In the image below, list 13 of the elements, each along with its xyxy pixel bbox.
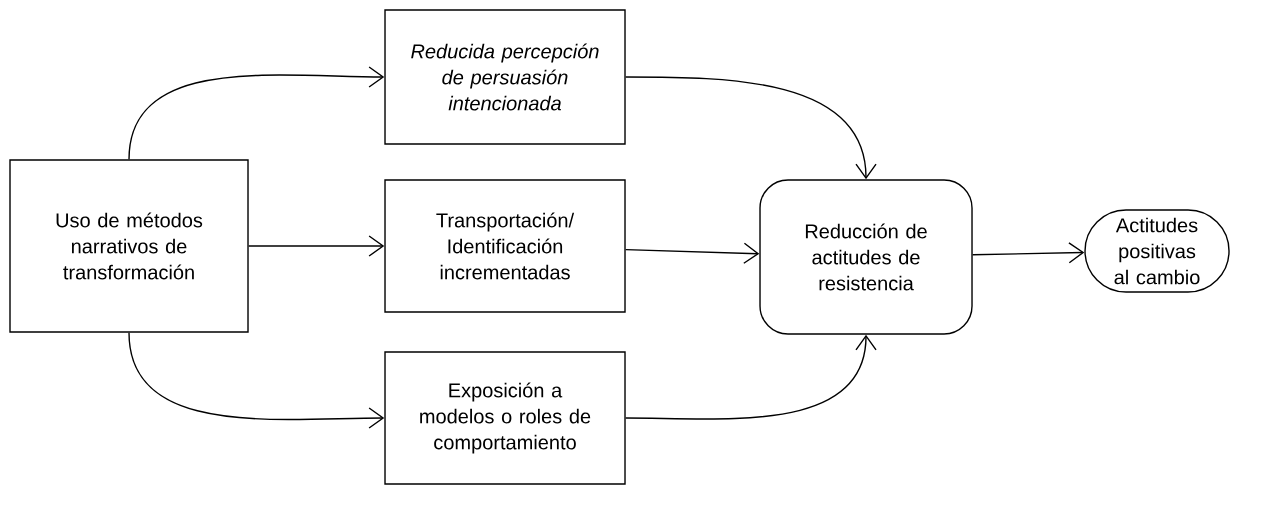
arrow <box>248 235 385 257</box>
arrow <box>128 66 385 160</box>
arrow <box>625 242 760 264</box>
arrow <box>972 242 1085 264</box>
process-box: Exposición a modelos o roles de comportamiento <box>384 351 626 485</box>
arrow <box>625 334 877 420</box>
arrow <box>625 76 877 180</box>
process-box: Transportación/ Identificación incrementadas <box>384 179 626 313</box>
process-box: Reducida percepción de persuasión intencionada <box>384 9 626 145</box>
outcome-box: Actitudes positivas al cambio <box>1084 209 1230 293</box>
arrow <box>128 332 385 429</box>
process-box: Uso de métodos narrativos de transformación <box>9 159 249 333</box>
process-box: Reducción de actitudes de resistencia <box>759 179 973 335</box>
